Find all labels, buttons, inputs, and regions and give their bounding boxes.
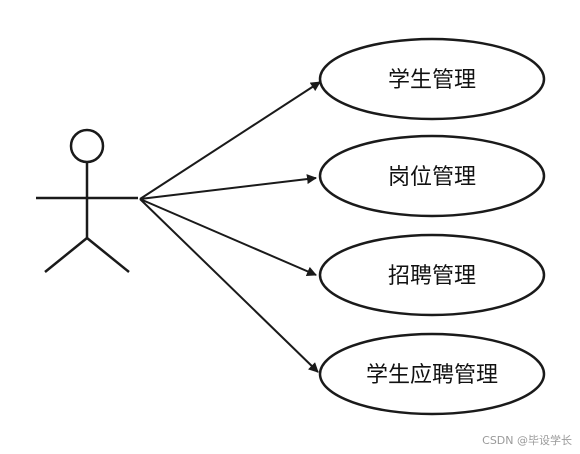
actor-left-leg [44, 237, 88, 273]
usecase-label: 学生管理 [388, 68, 476, 93]
actor [36, 128, 138, 273]
usecase-ellipse [318, 233, 546, 317]
arrow-to-usecase-4 [139, 198, 319, 373]
usecase-2: 岗位管理 [318, 134, 546, 218]
arrow-to-usecase-3 [139, 198, 317, 277]
usecase-label: 学生应聘管理 [366, 363, 498, 388]
arrow-to-usecase-2 [139, 174, 317, 200]
usecase-ellipse [318, 332, 546, 416]
usecase-label: 岗位管理 [388, 165, 476, 190]
usecase-1: 学生管理 [318, 37, 546, 121]
usecase-ellipse [318, 37, 546, 121]
arrow-to-usecase-1 [139, 81, 321, 200]
usecase-label: 招聘管理 [388, 264, 476, 289]
usecase-3: 招聘管理 [318, 233, 546, 317]
usecase-4: 学生应聘管理 [318, 332, 546, 416]
watermark: CSDN @毕设学长 [482, 434, 572, 447]
usecase-ellipse [318, 134, 546, 218]
associations [139, 81, 321, 373]
actor-right-leg [86, 237, 130, 273]
actor-head [69, 128, 105, 164]
